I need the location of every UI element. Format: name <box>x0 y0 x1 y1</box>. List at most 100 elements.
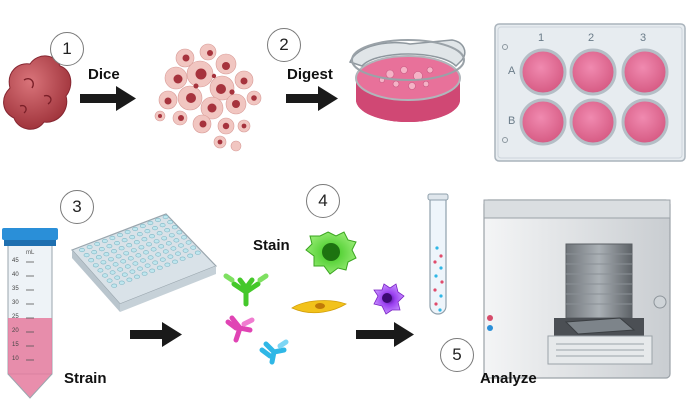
tissue-chunk-icon <box>4 56 71 129</box>
arrow-icon <box>80 86 136 111</box>
plate-well <box>175 252 180 256</box>
tube-scale-mark: 15 <box>12 342 19 348</box>
plate-well <box>145 264 150 268</box>
plate-well <box>146 243 151 247</box>
plate-well <box>163 215 168 219</box>
step-number: 4 <box>318 191 327 211</box>
plate-well <box>107 244 112 248</box>
plate-well <box>152 226 157 230</box>
sample-tube-icon <box>428 194 448 314</box>
plate-well <box>171 247 176 251</box>
arrow-icon <box>286 86 338 111</box>
plate-well <box>159 245 164 249</box>
plate-well <box>84 253 89 257</box>
plate-well <box>87 245 92 249</box>
plate-well <box>140 224 145 228</box>
plate-well <box>151 248 156 252</box>
plate-well <box>140 259 145 263</box>
step-number-badge: 2 <box>267 28 301 62</box>
plate-well <box>111 249 116 253</box>
step-number-badge: 1 <box>50 32 84 66</box>
antibody-green-icon <box>226 276 266 304</box>
plate-well <box>119 281 124 285</box>
plate-well <box>195 251 200 255</box>
plate-well <box>112 284 117 288</box>
plate-well <box>107 279 112 283</box>
plate-well <box>115 276 120 280</box>
plate-well <box>110 271 115 275</box>
plate-well <box>180 257 185 261</box>
diced-tissue-icon <box>155 44 261 151</box>
step-number: 2 <box>279 35 288 55</box>
plate-well <box>137 232 142 236</box>
arrow-icon <box>130 322 182 347</box>
tube-scale-mark: 45 <box>12 258 19 264</box>
tube-scale-mark: 20 <box>12 328 19 334</box>
plate-well <box>188 254 193 258</box>
plate-well <box>150 269 155 273</box>
plate-well <box>92 250 97 254</box>
plate-well <box>137 267 142 271</box>
plate-well <box>136 254 141 258</box>
plate-well <box>177 231 182 235</box>
step-number: 1 <box>62 39 71 59</box>
plate-well <box>157 266 162 270</box>
plate-well <box>145 229 150 233</box>
plate-well <box>127 243 132 247</box>
step-label-strain: Strain <box>64 370 107 387</box>
plate-well <box>165 263 170 267</box>
plate-well <box>130 235 135 239</box>
plate-well <box>169 234 174 238</box>
plate-well <box>121 260 126 264</box>
plate-well <box>163 250 168 254</box>
tube-scale-mark: 40 <box>12 272 19 278</box>
plate-well <box>113 263 118 267</box>
plate-well <box>156 253 161 257</box>
plate-well <box>101 261 106 265</box>
flow-cytometer-icon <box>484 200 670 378</box>
plate-well <box>99 247 104 251</box>
plate-well <box>96 255 101 259</box>
plate-well <box>102 274 107 278</box>
arrow-icon <box>356 322 414 347</box>
plate-well <box>125 265 130 269</box>
purple-cell-icon <box>374 284 404 314</box>
plate-well <box>166 242 171 246</box>
plate-well <box>122 273 127 277</box>
plate-well <box>133 227 138 231</box>
tube-scale-mark: 30 <box>12 300 19 306</box>
plate-well <box>93 264 98 268</box>
step-number-badge: 3 <box>60 190 94 224</box>
plate-well <box>142 237 147 241</box>
antibody-magenta-icon <box>228 318 252 340</box>
plate-well <box>104 252 109 256</box>
plate-well <box>157 231 162 235</box>
plate-well <box>110 236 115 240</box>
plate-well <box>116 254 121 258</box>
plate-well <box>89 258 94 262</box>
step-label-stain: Stain <box>253 237 290 254</box>
plate-well <box>128 257 133 261</box>
plate-well <box>183 249 188 253</box>
tube-scale-mark: 35 <box>12 286 19 292</box>
plate-well <box>118 268 123 272</box>
plate-well <box>105 266 110 270</box>
plate-well <box>119 246 124 250</box>
plate-well <box>162 237 167 241</box>
plate-well <box>125 230 130 234</box>
plate-well <box>130 270 135 274</box>
well-column-label: 2 <box>588 32 594 44</box>
plate-well <box>154 240 159 244</box>
antibody-cyan-icon <box>262 342 286 362</box>
well-column-label: 1 <box>538 32 544 44</box>
step-label-dice: Dice <box>88 66 120 83</box>
plate-well <box>153 261 158 265</box>
plate-well <box>160 258 165 262</box>
plate-well <box>134 275 139 279</box>
plate-well <box>168 255 173 259</box>
plate-well <box>117 233 122 237</box>
well-row-label: B <box>508 115 515 127</box>
plate-well <box>149 234 154 238</box>
plate-well <box>148 221 153 225</box>
